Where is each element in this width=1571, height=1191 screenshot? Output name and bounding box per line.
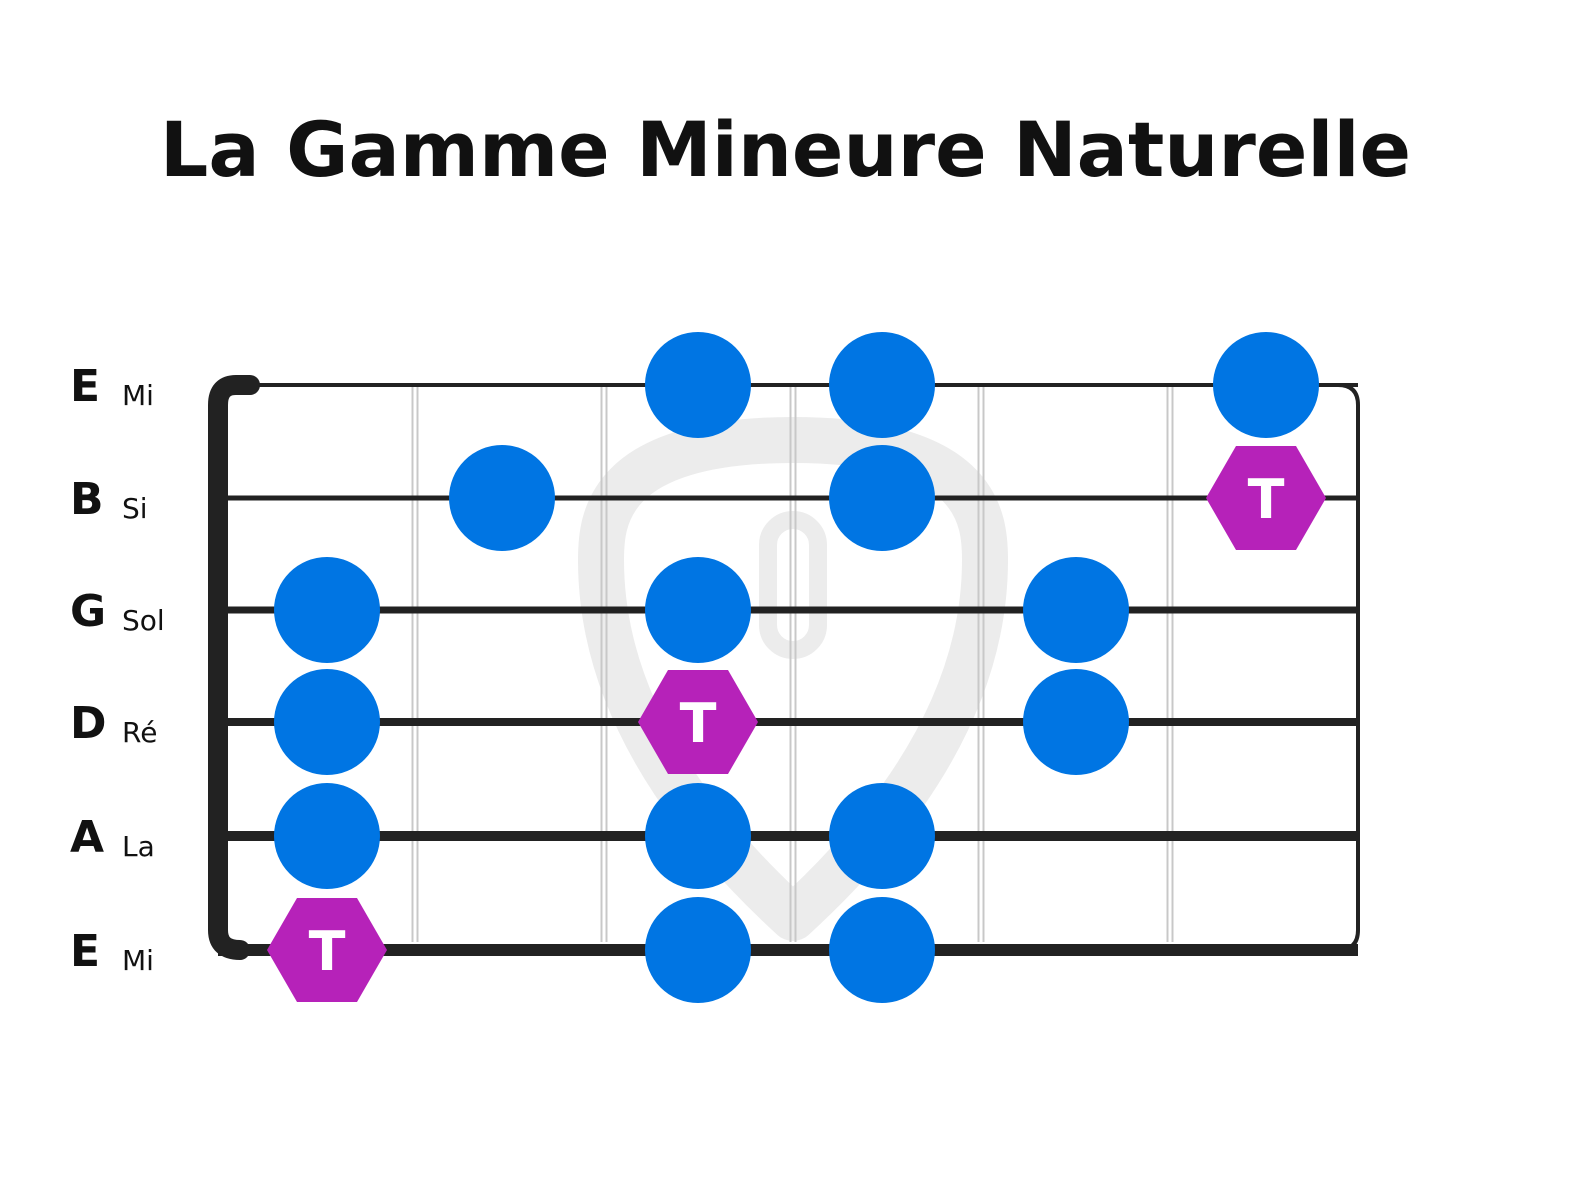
string-label-6: E Mi bbox=[70, 926, 154, 977]
string-letter: E bbox=[70, 361, 100, 412]
scale-note-dot bbox=[829, 332, 935, 438]
string-letter: E bbox=[70, 926, 100, 977]
scale-note-dot bbox=[1213, 332, 1319, 438]
scale-note-dot bbox=[645, 332, 751, 438]
tonic-marker: T bbox=[1206, 446, 1326, 550]
scale-notes: T T T bbox=[267, 332, 1326, 1003]
scale-note-dot bbox=[274, 669, 380, 775]
string-letter: G bbox=[70, 586, 106, 637]
fret-5 bbox=[1166, 385, 1174, 942]
string-name: Si bbox=[122, 492, 148, 525]
scale-note-dot bbox=[1023, 669, 1129, 775]
fretboard-right-edge bbox=[1300, 383, 1360, 952]
scale-note-dot bbox=[645, 897, 751, 1003]
scale-note-dot bbox=[274, 557, 380, 663]
string-letter: B bbox=[70, 474, 104, 525]
tonic-hexagon bbox=[638, 670, 758, 774]
fret-2 bbox=[600, 385, 608, 942]
string-label-1: E Mi bbox=[70, 361, 154, 412]
scale-note-dot bbox=[274, 783, 380, 889]
scale-note-dot bbox=[1023, 557, 1129, 663]
fret-1 bbox=[411, 385, 419, 942]
string-label-4: D Ré bbox=[70, 698, 157, 749]
page-title: La Gamme Mineure Naturelle bbox=[159, 105, 1412, 194]
string-name: Mi bbox=[122, 944, 154, 977]
string-label-3: G Sol bbox=[70, 586, 165, 637]
string-lines bbox=[218, 383, 1358, 956]
fret-lines bbox=[411, 385, 1174, 942]
scale-note-dot bbox=[829, 783, 935, 889]
string-name: Sol bbox=[122, 604, 165, 637]
string-label-2: B Si bbox=[70, 474, 148, 525]
scale-note-dot bbox=[829, 445, 935, 551]
tonic-label: T bbox=[1248, 468, 1285, 531]
scale-note-dot bbox=[829, 897, 935, 1003]
tonic-hexagon bbox=[1206, 446, 1326, 550]
tonic-label: T bbox=[680, 692, 717, 755]
tonic-hexagon bbox=[267, 898, 387, 1002]
pick-watermark-icon bbox=[578, 417, 1008, 941]
string-name: Ré bbox=[122, 716, 157, 749]
string-letter: A bbox=[70, 812, 104, 863]
tonic-marker: T bbox=[267, 898, 387, 1002]
fretboard-frame bbox=[208, 375, 1360, 960]
nut bbox=[208, 375, 260, 960]
string-name: Mi bbox=[122, 379, 154, 412]
scale-note-dot bbox=[449, 445, 555, 551]
string-letter: D bbox=[70, 698, 107, 749]
scale-note-dot bbox=[645, 557, 751, 663]
fret-3 bbox=[789, 385, 797, 942]
scale-note-dot bbox=[645, 783, 751, 889]
string-label-5: A La bbox=[70, 812, 155, 863]
tonic-marker: T bbox=[638, 670, 758, 774]
fret-4 bbox=[977, 385, 985, 942]
string-name: La bbox=[122, 830, 155, 863]
tonic-label: T bbox=[309, 920, 346, 983]
